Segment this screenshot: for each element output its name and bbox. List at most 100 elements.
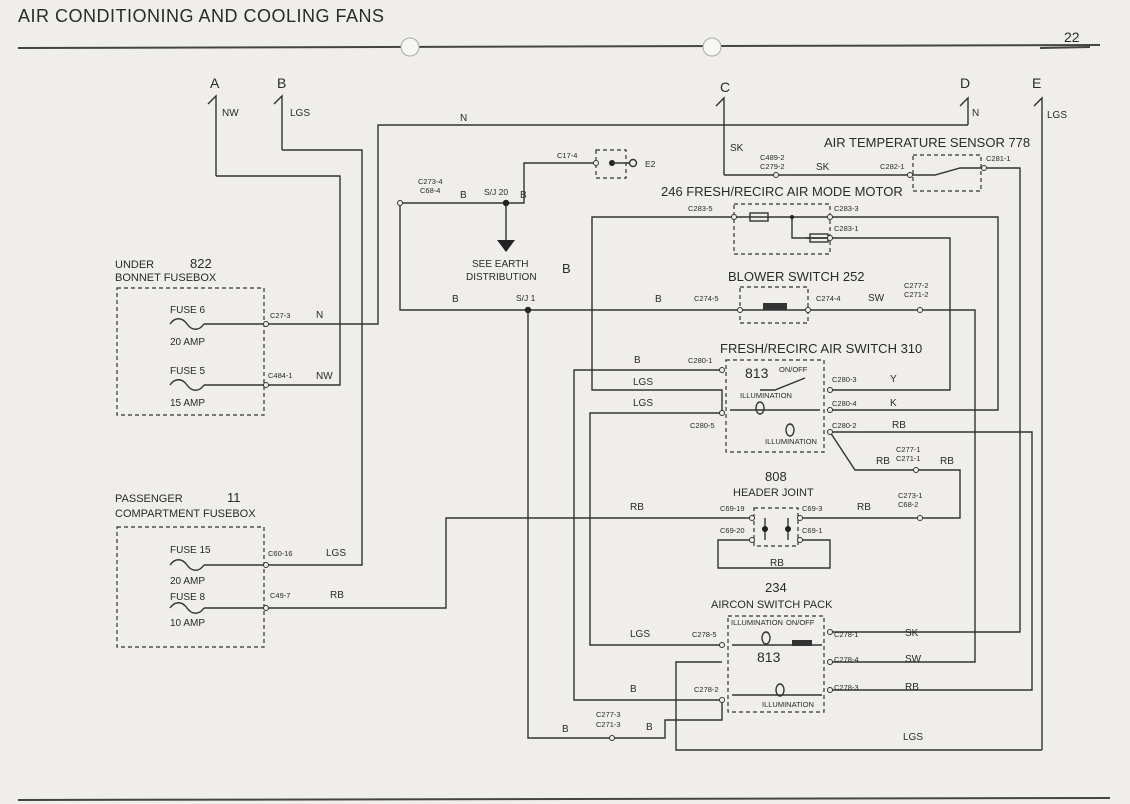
asp-bulb-2-icon bbox=[775, 683, 785, 697]
bs-title: BLOWER SWITCH 252 bbox=[728, 269, 865, 284]
wire-b-label-6: B bbox=[562, 724, 569, 735]
connector-pins bbox=[263, 160, 987, 741]
conn-c68-2: C68-2 bbox=[898, 500, 918, 509]
hj-box bbox=[753, 507, 799, 547]
wire-rb-label-5: RB bbox=[905, 682, 919, 693]
fresh-recirc-air-switch: FRESH/RECIRC AIR SWITCH 310 C280-1 C280-… bbox=[688, 341, 922, 463]
fras-illum-2: ILLUMINATION bbox=[765, 437, 817, 446]
conn-sj20: S/J 20 bbox=[484, 187, 508, 197]
conn-c69-19: C69-19 bbox=[720, 504, 745, 513]
page-title: AIR CONDITIONING AND COOLING FANS bbox=[18, 6, 385, 26]
splice-sj20 bbox=[502, 199, 510, 207]
asp-813: 813 bbox=[757, 649, 781, 665]
fuse15-amp: 20 AMP bbox=[170, 576, 205, 587]
header-rule bbox=[17, 44, 1101, 49]
terminal-a-label: A bbox=[210, 75, 220, 91]
conn-c280-5: C280-5 bbox=[690, 421, 715, 430]
conn-c280-4: C280-4 bbox=[832, 399, 857, 408]
fuse5-amp: 15 AMP bbox=[170, 398, 205, 409]
wire-n-label-fuse6: N bbox=[316, 310, 323, 321]
wire-nw-label: NW bbox=[222, 108, 239, 119]
wire-b-label-7: B bbox=[646, 722, 653, 733]
conn-c271-3: C271-3 bbox=[596, 720, 621, 729]
conn-c69-1: C69-1 bbox=[802, 526, 822, 535]
wire-sw-label-1: SW bbox=[868, 293, 885, 304]
ats-box bbox=[912, 154, 982, 192]
ubf-number: 822 bbox=[190, 256, 212, 271]
fuse6-amp: 20 AMP bbox=[170, 337, 205, 348]
fuse8-label: FUSE 8 bbox=[170, 592, 205, 603]
ubf-line1: UNDER bbox=[115, 259, 154, 271]
passenger-fusebox: PASSENGER 11 COMPARTMENT FUSEBOX FUSE 15… bbox=[115, 490, 293, 648]
terminal-e-label: E bbox=[1032, 75, 1041, 91]
terminal-d-label: D bbox=[960, 75, 970, 91]
asp-onoff: ON/OFF bbox=[786, 618, 815, 627]
terminal-b-flag bbox=[273, 94, 283, 150]
binder-hole-right bbox=[702, 37, 722, 57]
conn-c17-4: C17-4 bbox=[557, 151, 577, 160]
ats-title: AIR TEMPERATURE SENSOR 778 bbox=[824, 135, 1030, 150]
conn-c278-5: C278-5 bbox=[692, 630, 717, 639]
bs-switch-icon bbox=[763, 303, 787, 310]
wire-sw-label-2: SW bbox=[905, 654, 922, 665]
conn-c69-20: C69-20 bbox=[720, 526, 745, 535]
fuse15-label: FUSE 15 bbox=[170, 545, 211, 556]
terminal-e-flag bbox=[1033, 96, 1043, 750]
under-bonnet-fusebox: UNDER 822 BONNET FUSEBOX FUSE 6 20 AMP F… bbox=[115, 256, 293, 416]
conn-c277-1: C277-1 bbox=[896, 445, 921, 454]
wire-b-label-2: B bbox=[520, 190, 527, 201]
conn-c282-1: C282-1 bbox=[880, 162, 905, 171]
conn-c280-1: C280-1 bbox=[688, 356, 713, 365]
fuse5-symbol-icon bbox=[169, 379, 205, 391]
ubf-box bbox=[116, 287, 265, 416]
fras-switch-icon bbox=[760, 377, 806, 391]
conn-c283-5: C283-5 bbox=[688, 204, 713, 213]
asp-box bbox=[727, 615, 825, 713]
conn-c281-1: C281-1 bbox=[986, 154, 1011, 163]
e2-label: E2 bbox=[645, 159, 656, 169]
wire-lgs-label-bottom: LGS bbox=[903, 732, 923, 743]
conn-c278-1: C278-1 bbox=[834, 630, 859, 639]
conn-c27-3: C27-3 bbox=[270, 311, 290, 320]
terminal-c-label: C bbox=[720, 79, 730, 95]
earth-line2: DISTRIBUTION bbox=[466, 272, 537, 283]
earth-line1: SEE EARTH bbox=[472, 259, 529, 270]
bs-box bbox=[739, 286, 809, 324]
conn-sj1: S/J 1 bbox=[516, 293, 536, 303]
wire-rb-label-1: RB bbox=[892, 420, 906, 431]
conn-c271-1: C271-1 bbox=[896, 454, 921, 463]
conn-c271-2: C271-2 bbox=[904, 290, 929, 299]
fuse8-amp: 10 AMP bbox=[170, 618, 205, 629]
conn-c279-2: C279-2 bbox=[760, 162, 785, 171]
fras-title: FRESH/RECIRC AIR SWITCH 310 bbox=[720, 341, 922, 356]
asp-bulb-1-icon bbox=[761, 631, 771, 645]
wire-lgs-label-e: LGS bbox=[1047, 110, 1067, 121]
pcf-line1: PASSENGER bbox=[115, 493, 183, 505]
conn-c49-7: C49-7 bbox=[270, 591, 290, 600]
hj-number: 808 bbox=[765, 469, 787, 484]
fras-illum-1: ILLUMINATION bbox=[740, 391, 792, 400]
fuse15-symbol-icon bbox=[169, 559, 205, 571]
wire-rb-label-fuse8: RB bbox=[330, 590, 344, 601]
wire-lgs-label-2: LGS bbox=[633, 398, 653, 409]
asp-title: AIRCON SWITCH PACK bbox=[711, 599, 833, 611]
wire-lgs-label-b: LGS bbox=[290, 108, 310, 119]
ground-icon bbox=[628, 158, 638, 168]
fras-bulb-1-icon bbox=[755, 401, 765, 415]
wire-n-label-top: N bbox=[460, 113, 467, 124]
fras-number: 813 bbox=[745, 365, 769, 381]
terminal-flags: A NW B LGS C D N E LGS bbox=[207, 75, 1067, 750]
thermistor-symbol-icon bbox=[910, 167, 984, 176]
conn-c280-3: C280-3 bbox=[832, 375, 857, 384]
conn-c60-16: C60-16 bbox=[268, 549, 293, 558]
wire-y-label: Y bbox=[890, 374, 897, 385]
fuse8-symbol-icon bbox=[169, 602, 205, 614]
mode-motor: 246 FRESH/RECIRC AIR MODE MOTOR C283-5 C… bbox=[661, 184, 903, 255]
asp-illum-1: ILLUMINATION bbox=[731, 618, 783, 627]
wire-b-label-4: B bbox=[562, 261, 571, 276]
page-number-underline bbox=[1039, 46, 1091, 49]
mm-box bbox=[733, 203, 831, 255]
wire-sk-label-1: SK bbox=[730, 143, 744, 154]
